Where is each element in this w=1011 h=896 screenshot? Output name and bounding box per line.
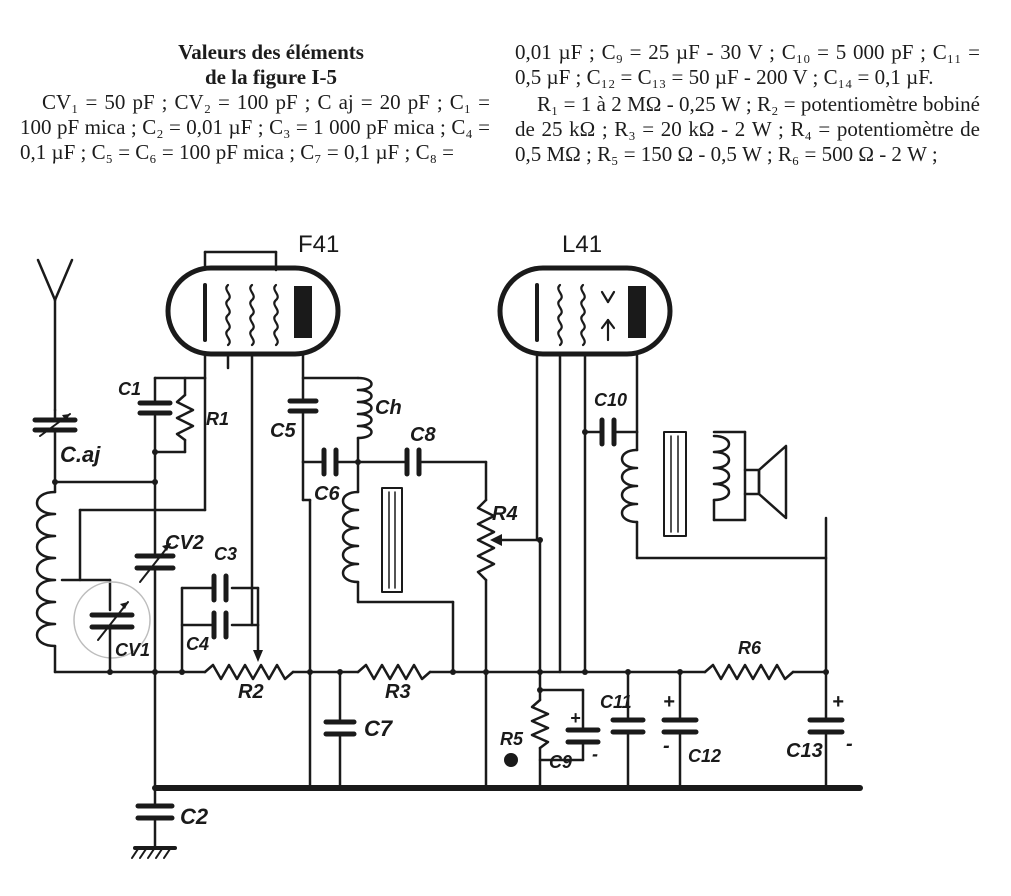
potentiometer-r4 — [476, 498, 496, 582]
capacitor-c10 — [599, 417, 617, 447]
label-c5: C5 — [270, 420, 296, 442]
capacitor-c7 — [323, 719, 357, 737]
variable-capacitor-cv1 — [73, 581, 151, 674]
label-c2: C2 — [180, 804, 209, 829]
resistor-r3 — [356, 663, 432, 681]
label-r1: R1 — [206, 409, 229, 429]
caption-left-column: Valeurs des éléments de la figure I-5 CV… — [20, 40, 490, 165]
label-r2: R2 — [238, 681, 264, 703]
loudspeaker — [743, 444, 788, 520]
capacitor-c6 — [321, 447, 339, 477]
capacitor-c13 — [807, 717, 845, 735]
label-c1: C1 — [118, 379, 141, 399]
label-caj: C.aj — [60, 442, 101, 467]
label-c4: C4 — [186, 634, 209, 654]
capacitor-c8 — [404, 447, 422, 477]
resistor-r5 — [530, 698, 550, 750]
capacitor-c5 — [287, 398, 319, 414]
label-r5: R5 — [500, 729, 524, 749]
capacitor-c1 — [137, 400, 173, 416]
label-r3: R3 — [385, 681, 411, 703]
resistor-values-paragraph: R₁ = 1 à 2 MΩ - 0,25 W ; R₂ = potentiomè… — [515, 92, 980, 166]
capacitor-values-paragraph: CV₁ = 50 pF ; CV₂ = 100 pF ; C aj = 20 p… — [20, 90, 490, 164]
label-cv2: CV2 — [165, 532, 204, 554]
coupling-inductor — [341, 460, 455, 674]
choke-ch — [356, 376, 373, 464]
plus-sign-c13: + — [832, 691, 844, 713]
resistor-r1 — [175, 393, 195, 442]
caption-heading-line1: Valeurs des éléments — [178, 40, 364, 64]
potentiometer-r2 — [203, 663, 295, 681]
capacitor-c2 — [131, 786, 177, 859]
label-c7: C7 — [364, 716, 394, 741]
minus-sign-c12: - — [663, 735, 670, 757]
label-c12: C12 — [688, 746, 721, 766]
label-l41: L41 — [562, 231, 602, 258]
capacitor-c11 — [610, 717, 646, 735]
caption-heading-line2: de la figure I-5 — [204, 65, 338, 89]
tube-l41 — [497, 265, 673, 357]
plus-sign-c9: + — [570, 708, 581, 728]
capacitor-c9 — [565, 727, 601, 745]
capacitor-c12 — [661, 717, 699, 735]
label-c10: C10 — [594, 390, 627, 410]
label-f41: F41 — [298, 231, 339, 258]
label-c3: C3 — [214, 544, 237, 564]
label-cv1: CV1 — [115, 640, 150, 660]
label-c6: C6 — [314, 483, 340, 505]
plus-sign-c12: + — [663, 691, 675, 713]
resistor-r6 — [703, 663, 795, 681]
capacitor-c3 — [211, 573, 229, 603]
label-r6: R6 — [738, 638, 762, 658]
minus-sign-c9: - — [592, 744, 598, 764]
bias-point-dot — [504, 753, 518, 767]
label-c11: C11 — [600, 692, 632, 712]
tube-f41 — [165, 250, 341, 357]
antenna-symbol — [36, 258, 74, 412]
label-r4: R4 — [492, 503, 518, 525]
capacitor-values-continued: 0,01 µF ; C₉ = 25 µF - 30 V ; C₁₀ = 5 00… — [515, 40, 980, 89]
capacitor-caj — [32, 408, 78, 484]
caption-right-column: 0,01 µF ; C₉ = 25 µF - 30 V ; C₁₀ = 5 00… — [515, 40, 980, 167]
label-ch: Ch — [375, 397, 402, 419]
label-c13: C13 — [786, 740, 823, 762]
capacitor-c4 — [211, 610, 229, 640]
output-transformer — [620, 430, 828, 560]
input-coil — [35, 480, 57, 674]
label-c9: C9 — [549, 752, 572, 772]
label-c8: C8 — [410, 424, 436, 446]
minus-sign-c13: - — [846, 733, 853, 755]
